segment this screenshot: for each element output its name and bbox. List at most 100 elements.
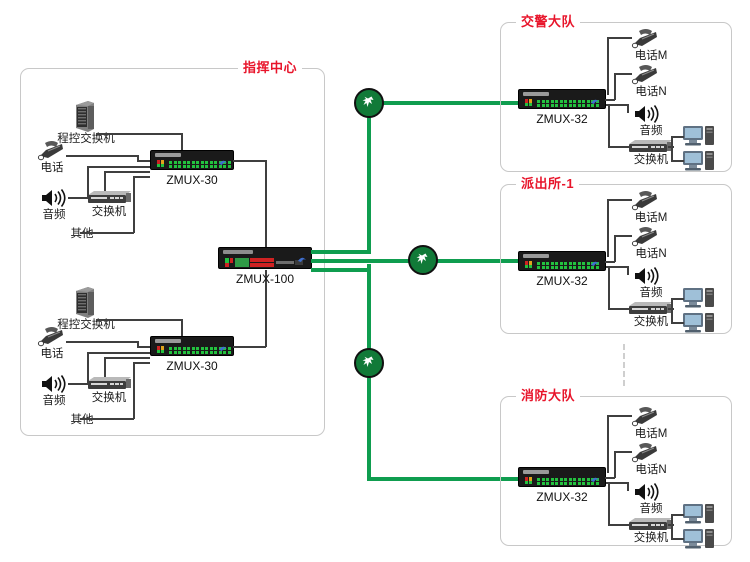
label-switch-upper: 交换机	[91, 206, 127, 218]
wire-zmux30-upper-to-core	[233, 160, 266, 162]
vendor-logo-icon	[297, 254, 307, 266]
wire-switch-upper-v	[104, 171, 106, 191]
wire-other-upper2	[133, 176, 150, 178]
link-node-icon	[362, 96, 374, 107]
wire-audio-upper-v	[87, 166, 89, 198]
wire-pc1-police	[671, 298, 684, 300]
label-switch-lower: 交换机	[91, 392, 127, 404]
wire-switch-fire-v	[608, 484, 610, 525]
wire-audio-lower-v	[87, 352, 89, 384]
device-zmux-32-traffic-police[interactable]	[518, 89, 606, 109]
vendor-logo-icon	[218, 343, 228, 355]
computer-icon	[682, 528, 716, 550]
speaker-icon	[633, 482, 661, 502]
label-phone-m-police: 电话M	[634, 212, 668, 224]
telephone-icon	[36, 140, 66, 162]
wire-phone-m-fire-v	[607, 415, 609, 473]
green-link-core-top	[311, 250, 371, 254]
vendor-logo-icon	[590, 258, 600, 270]
group-box-traffic-police	[500, 22, 732, 172]
group-title-traffic-police: 交警大队	[516, 14, 581, 30]
wire-audio-traffic-v	[627, 104, 629, 113]
group-title-command-center: 指挥中心	[238, 60, 303, 76]
site-continuation-separator	[623, 344, 625, 386]
wire-other-upper-v	[133, 176, 135, 233]
wire-pc1-fire	[671, 514, 684, 516]
pbx-tower-icon	[74, 285, 96, 319]
label-phone-n-police: 电话N	[635, 248, 667, 260]
telephone-icon	[630, 406, 660, 428]
computer-icon	[682, 503, 716, 525]
label-phone-m-traffic: 电话M	[634, 50, 668, 62]
relay-node-top[interactable]	[354, 88, 384, 118]
switch-icon	[86, 376, 132, 391]
wire-pc2-traffic-v	[671, 146, 673, 161]
wire-phone-m-fire	[607, 415, 632, 417]
wire-audio-upper	[68, 197, 88, 199]
wire-audio-police	[606, 266, 628, 268]
device-label-zmux-100: ZMUX-100	[235, 272, 294, 286]
wire-switch-lower	[104, 357, 150, 359]
wire-pc1-police-v	[671, 298, 673, 308]
wire-phone-n-traffic	[614, 73, 632, 75]
label-other-lower: 其他	[70, 414, 94, 426]
wire-phone-upper	[66, 155, 138, 157]
wire-pbx-upper-v	[181, 133, 183, 158]
wire-pbx-lower	[96, 319, 182, 321]
switch-icon	[627, 517, 673, 532]
label-phone-n-fire: 电话N	[635, 464, 667, 476]
wire-phone-lower	[66, 341, 138, 343]
link-node-icon	[416, 253, 428, 264]
telephone-icon	[36, 326, 66, 348]
device-zmux-32-police-station[interactable]	[518, 251, 606, 271]
wire-switch-traffic	[608, 146, 630, 148]
label-other-upper: 其他	[70, 228, 94, 240]
switch-icon	[627, 301, 673, 316]
wire-audio-fire	[606, 482, 628, 484]
wire-pc2-fire	[671, 538, 684, 540]
wire-zmux30-lower-to-core	[233, 346, 266, 348]
wire-phone-n-fire2	[605, 477, 615, 479]
speaker-icon	[633, 266, 661, 286]
device-zmux-30-lower[interactable]	[150, 336, 234, 356]
group-title-police-station: 派出所-1	[516, 176, 580, 192]
label-phone-m-fire: 电话M	[634, 428, 668, 440]
vendor-logo-icon	[590, 474, 600, 486]
computer-icon	[682, 312, 716, 334]
wire-pc1-traffic-v	[671, 136, 673, 146]
label-switch-fire: 交换机	[633, 532, 669, 544]
green-link-traffic-police	[382, 101, 518, 105]
device-zmux-30-upper[interactable]	[150, 150, 234, 170]
wire-phone-m-police	[607, 199, 632, 201]
group-box-fire-brigade	[500, 396, 732, 546]
telephone-icon	[630, 28, 660, 50]
device-zmux-32-fire-brigade[interactable]	[518, 467, 606, 487]
wire-switch-police-v	[608, 268, 610, 309]
wire-zmux30-upper-to-core-v	[265, 160, 267, 248]
green-riser-up	[367, 103, 371, 254]
wire-audio-lower	[68, 383, 88, 385]
wire-phone-n-traffic-v	[614, 73, 616, 100]
relay-node-middle[interactable]	[408, 245, 438, 275]
wire-switch-lower-v	[104, 357, 106, 377]
computer-icon	[682, 150, 716, 172]
wire-audio-lower2	[87, 352, 150, 354]
green-link-core-mid	[311, 259, 421, 263]
wire-pc2-traffic	[671, 160, 684, 162]
speaker-icon	[633, 104, 661, 124]
wire-other-upper	[80, 232, 134, 234]
wire-pc1-traffic	[671, 136, 684, 138]
link-node-icon	[362, 356, 374, 367]
relay-node-bottom[interactable]	[354, 348, 384, 378]
wire-phone-lower-v	[137, 341, 139, 347]
label-audio-lower: 音频	[42, 395, 66, 407]
telephone-icon	[630, 226, 660, 248]
green-link-fire-v	[367, 378, 371, 481]
vendor-logo-icon	[218, 157, 228, 169]
device-zmux-100[interactable]	[218, 247, 312, 269]
wire-phone-n-fire	[614, 451, 632, 453]
wire-pc2-police-v	[671, 308, 673, 323]
telephone-icon	[630, 64, 660, 86]
wire-other-lower	[80, 418, 134, 420]
group-title-fire-brigade: 消防大队	[516, 388, 581, 404]
